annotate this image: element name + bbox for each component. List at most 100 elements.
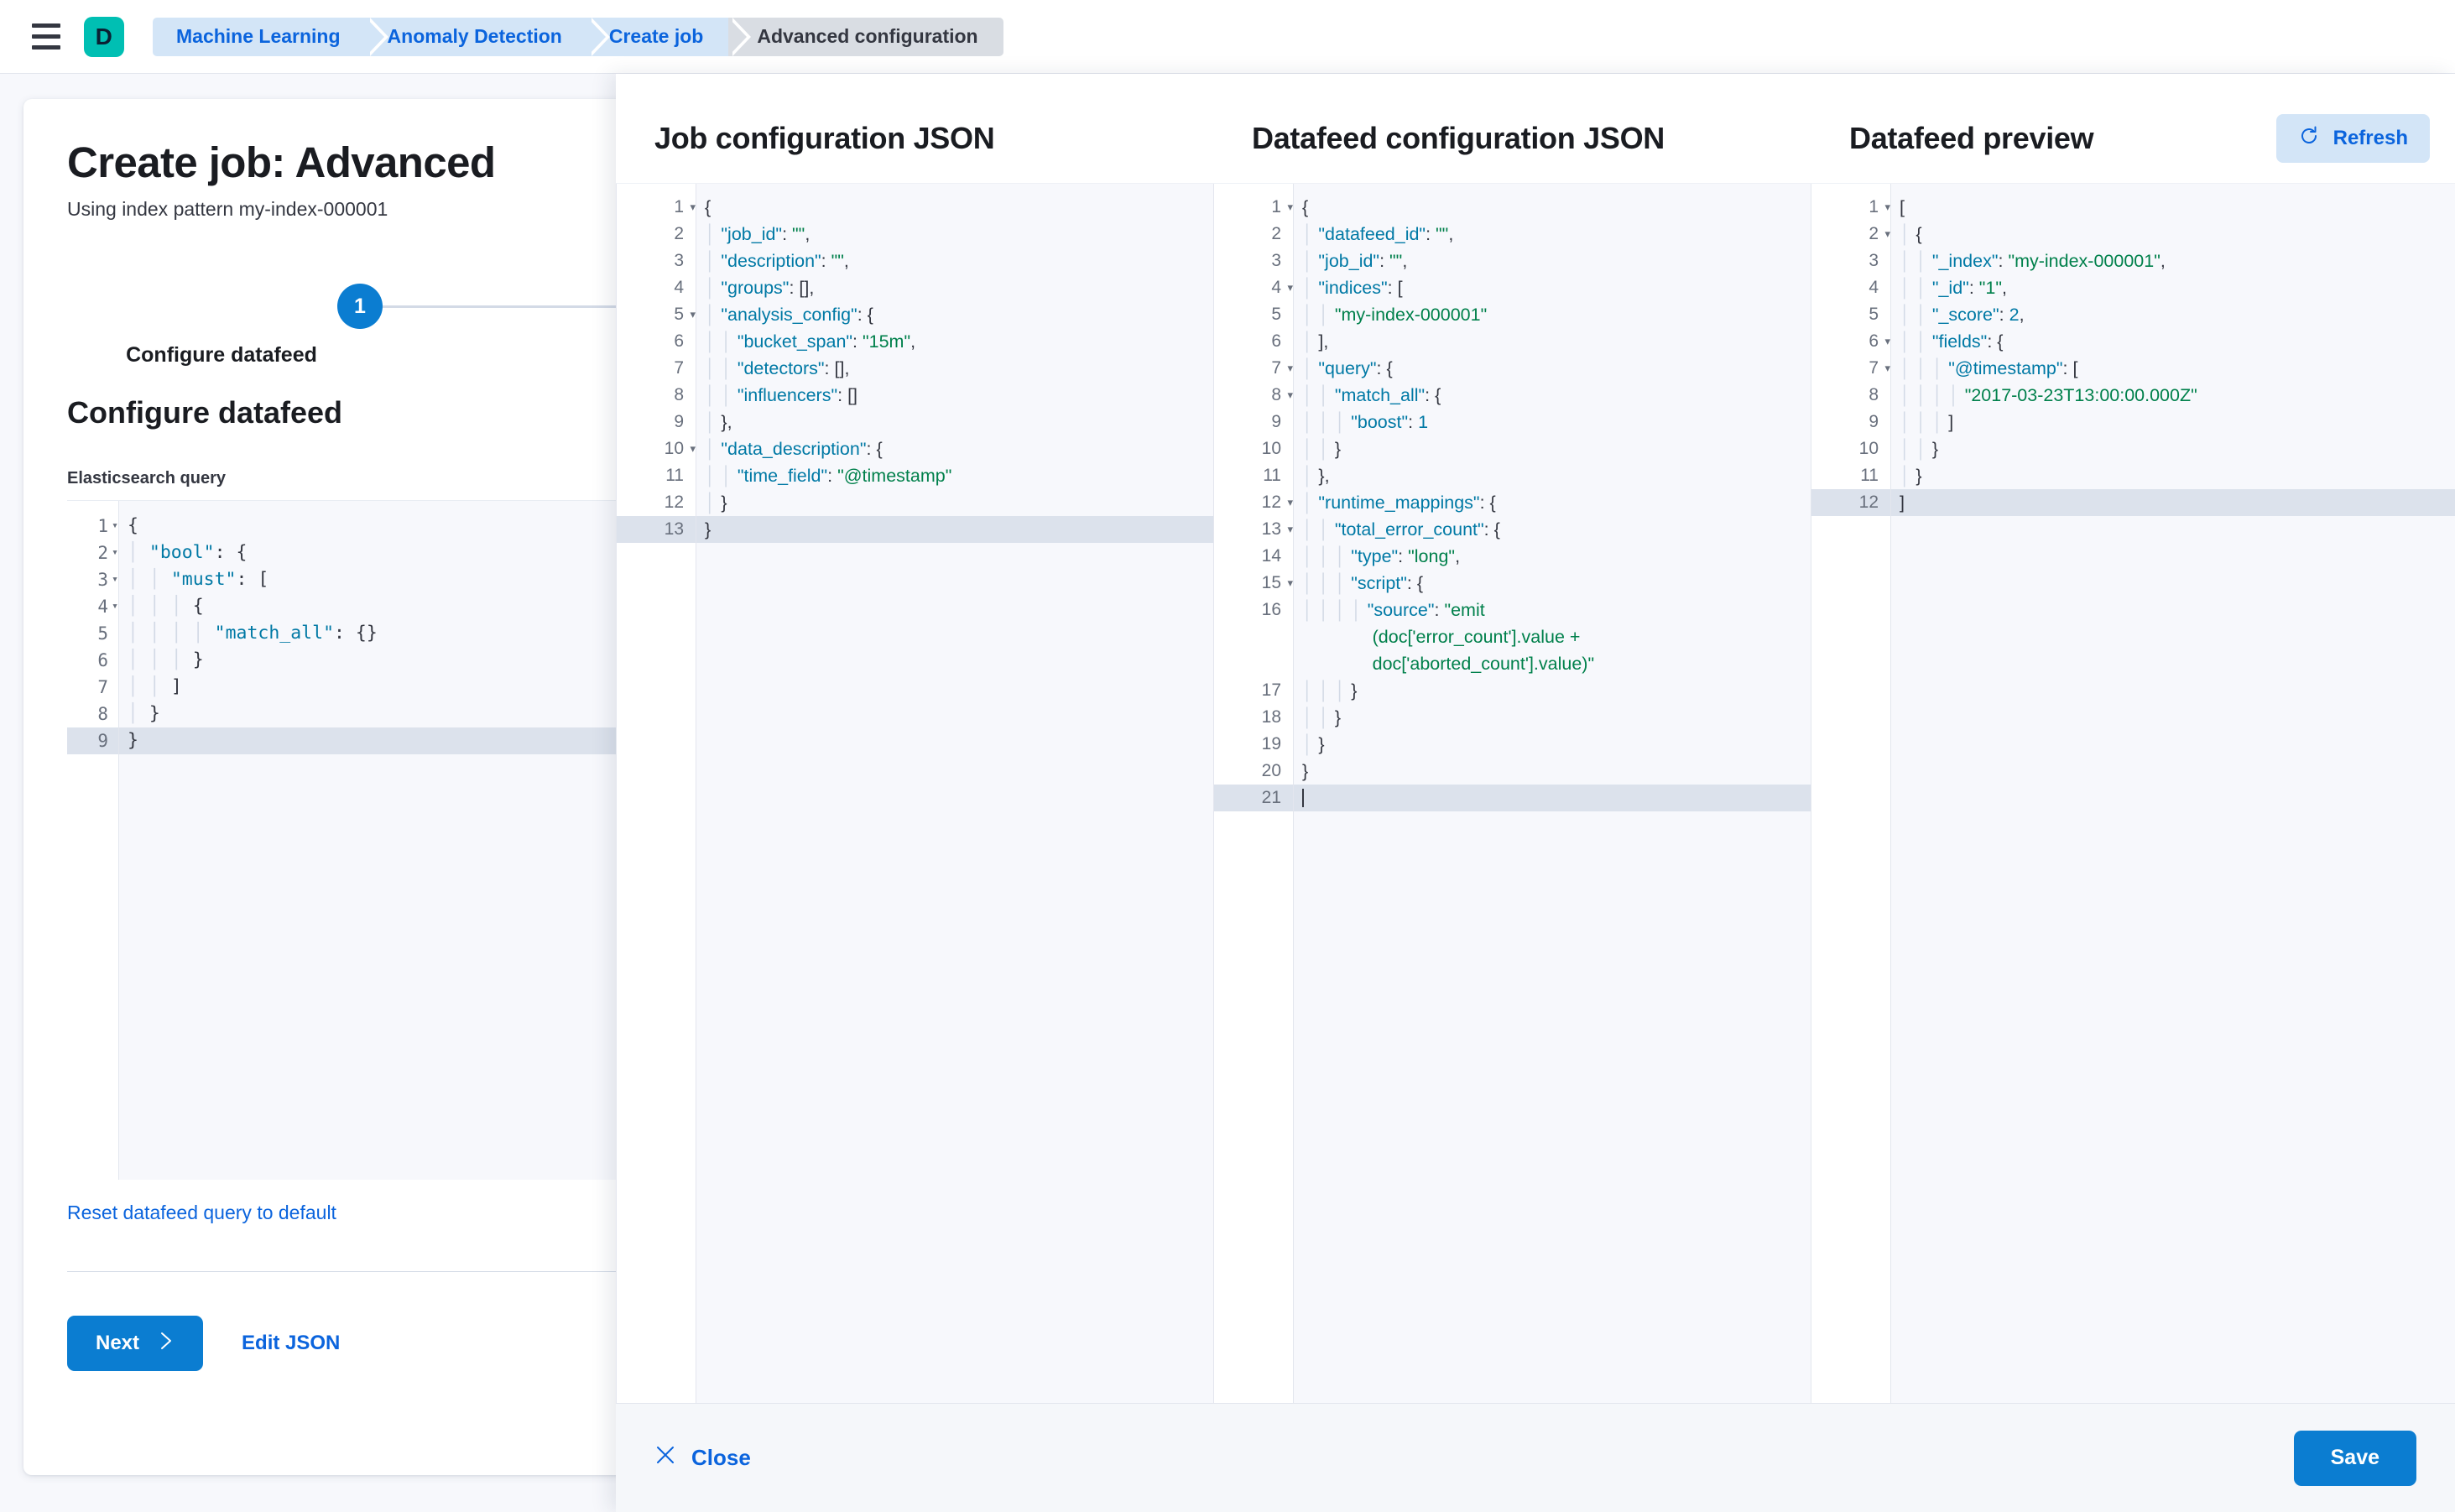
code-line[interactable]: │ { — [1900, 224, 1922, 244]
code-line[interactable]: │ │ "match_all": { — [1302, 385, 1441, 405]
editor-code-area[interactable]: { │ "job_id": "", │ "description": "", │ "g… — [696, 184, 1213, 1403]
close-button[interactable]: Close — [654, 1444, 751, 1472]
code-line[interactable]: │ │ "my-index-000001" — [1302, 305, 1488, 325]
code-line[interactable]: │ "query": { — [1302, 358, 1393, 378]
code-line[interactable]: │ │ "bucket_span": "15m", — [705, 331, 916, 352]
code-line[interactable]: │ │ } — [1900, 439, 1939, 459]
code-line[interactable]: │ │ │ "script": { — [1302, 573, 1424, 593]
code-line[interactable]: │ │ "fields": { — [1900, 331, 2004, 352]
refresh-button-label: Refresh — [2333, 127, 2408, 149]
es-query-code-line[interactable]: │ │ │ { — [128, 596, 204, 618]
es-query-code-line[interactable]: │ │ │ } — [128, 649, 204, 671]
space-avatar[interactable]: D — [84, 16, 124, 57]
es-query-code-line[interactable]: │ │ │ │ "match_all": {} — [128, 623, 378, 644]
code-line[interactable]: │ │ │ "type": "long", — [1302, 546, 1461, 566]
code-line[interactable]: { — [705, 197, 711, 217]
code-line[interactable]: │ "job_id": "", — [1302, 251, 1408, 271]
fold-arrow-icon[interactable]: ▾ — [112, 519, 118, 533]
code-line[interactable]: │ } — [705, 493, 727, 513]
code-line[interactable]: │ │ │ │ "source": "emit — [1302, 600, 1485, 620]
code-line[interactable]: │ │ "influencers": [] — [705, 385, 858, 405]
code-line[interactable]: │ "indices": [ — [1302, 278, 1403, 298]
edit-json-button[interactable]: Edit JSON — [242, 1332, 341, 1355]
fold-arrow-icon[interactable]: ▾ — [112, 573, 118, 587]
code-line[interactable]: │ │ "_index": "my-index-000001", — [1900, 251, 2166, 271]
editor-code-area[interactable]: [ │ { │ │ "_index": "my-index-000001", │ │ … — [1891, 184, 2455, 1403]
code-line[interactable]: │ } — [1900, 466, 1922, 486]
fold-arrow-icon[interactable]: ▾ — [690, 201, 696, 213]
code-line[interactable]: │ │ "detectors": [], — [705, 358, 850, 378]
editor-code-area[interactable]: { │ "datafeed_id": "", │ "job_id": "", │ "i… — [1294, 184, 1811, 1403]
es-query-code-line[interactable]: { — [128, 515, 138, 537]
save-button[interactable]: Save — [2293, 1430, 2416, 1486]
fold-arrow-icon[interactable]: ▾ — [1884, 335, 1890, 347]
line-number: 7▾ — [1811, 355, 1890, 382]
code-line[interactable] — [1294, 785, 1811, 811]
fold-arrow-icon[interactable]: ▾ — [1287, 362, 1293, 374]
code-line[interactable]: │ }, — [705, 412, 732, 432]
code-line[interactable]: │ │ │ │ "2017-03-23T13:00:00.000Z" — [1900, 385, 2197, 405]
code-line[interactable]: │ "data_description": { — [705, 439, 883, 459]
code-line-continuation[interactable]: (doc['error_count'].value + — [1302, 627, 1581, 647]
step-1-circle[interactable]: 1 — [337, 284, 383, 330]
line-number: 6 — [1271, 331, 1281, 351]
code-line[interactable]: │ │ "_id": "1", — [1900, 278, 2007, 298]
es-query-line-number: 3▾ — [67, 566, 118, 593]
code-line[interactable]: │ │ │ ] — [1900, 412, 1954, 432]
code-line[interactable]: │ │ │ "@timestamp": [ — [1900, 358, 2078, 378]
fold-arrow-icon[interactable]: ▾ — [1287, 523, 1293, 535]
fold-arrow-icon[interactable]: ▾ — [112, 600, 118, 613]
code-line[interactable]: │ "description": "", — [705, 251, 849, 271]
code-line[interactable]: ] — [1891, 489, 2455, 516]
es-query-code-line[interactable]: │ │ ] — [128, 676, 182, 698]
step-indicator: 1 Configure datafeed — [67, 273, 1014, 382]
fold-arrow-icon[interactable]: ▾ — [690, 308, 696, 321]
code-line[interactable]: │ │ "_score": 2, — [1900, 305, 2025, 325]
fold-arrow-icon[interactable]: ▾ — [1884, 227, 1890, 240]
fold-arrow-icon[interactable]: ▾ — [112, 546, 118, 560]
line-number: 12 — [1811, 489, 1890, 516]
code-line[interactable]: } — [696, 516, 1213, 543]
code-line[interactable]: │ "groups": [], — [705, 278, 815, 298]
fold-arrow-icon[interactable]: ▾ — [1287, 576, 1293, 589]
code-line[interactable]: │ │ } — [1302, 707, 1342, 727]
es-query-code-line[interactable]: │ │ "must": [ — [128, 569, 269, 591]
fold-arrow-icon[interactable]: ▾ — [1287, 281, 1293, 294]
code-line[interactable]: │ } — [1302, 734, 1325, 754]
code-line[interactable]: [ — [1900, 197, 1905, 217]
code-line[interactable]: │ "datafeed_id": "", — [1302, 224, 1454, 244]
code-line[interactable]: │ "analysis_config": { — [705, 305, 873, 325]
reset-datafeed-query-link[interactable]: Reset datafeed query to default — [67, 1202, 336, 1224]
es-query-code-line[interactable]: │ "bool": { — [128, 542, 248, 564]
code-line[interactable]: │ }, — [1302, 466, 1330, 486]
code-line[interactable]: │ │ "time_field": "@timestamp" — [705, 466, 952, 486]
fold-arrow-icon[interactable]: ▾ — [1287, 201, 1293, 213]
fold-arrow-icon[interactable]: ▾ — [1884, 201, 1890, 213]
fold-arrow-icon[interactable]: ▾ — [1884, 362, 1890, 374]
breadcrumb-item-anomaly-detection[interactable]: Anomaly Detection — [365, 17, 611, 56]
breadcrumb-item-create-job[interactable]: Create job — [586, 17, 752, 56]
refresh-button[interactable]: Refresh — [2275, 114, 2430, 163]
code-line[interactable]: │ │ "total_error_count": { — [1302, 519, 1500, 540]
fold-arrow-icon[interactable]: ▾ — [690, 442, 696, 455]
code-line[interactable]: │ │ } — [1302, 439, 1342, 459]
code-line[interactable]: │ │ │ } — [1302, 680, 1358, 701]
code-line-continuation[interactable]: doc['aborted_count'].value)" — [1302, 654, 1595, 674]
fold-arrow-icon[interactable]: ▾ — [1287, 496, 1293, 508]
breadcrumb-item-machine-learning[interactable]: Machine Learning — [153, 17, 388, 56]
code-line[interactable]: │ ], — [1302, 331, 1329, 352]
code-line[interactable]: │ "runtime_mappings": { — [1302, 493, 1496, 513]
code-line[interactable]: { — [1302, 197, 1309, 217]
next-button[interactable]: Next — [67, 1316, 204, 1372]
fold-arrow-icon[interactable]: ▾ — [1287, 388, 1293, 401]
code-line[interactable]: } — [1302, 761, 1309, 781]
es-query-code-line[interactable]: │ } — [128, 703, 160, 725]
code-line[interactable]: │ │ │ "boost": 1 — [1302, 412, 1429, 432]
code-line[interactable]: │ "job_id": "", — [705, 224, 811, 244]
hamburger-menu-icon[interactable] — [27, 18, 65, 56]
